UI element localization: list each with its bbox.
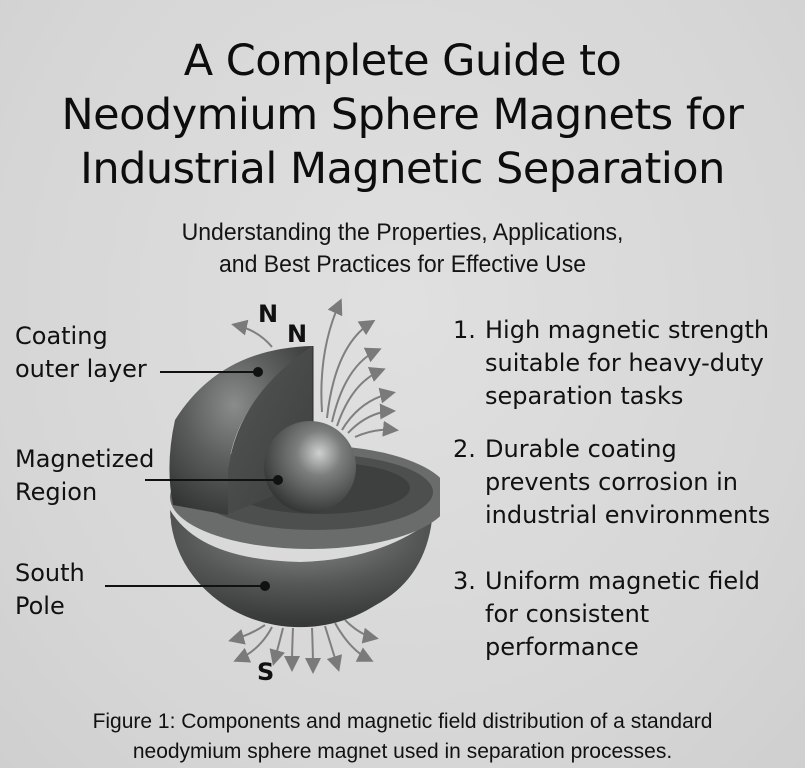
title-line-3: Industrial Magnetic Separation [80,144,725,194]
figure-caption: Figure 1: Components and magnetic field … [0,707,805,767]
feature-number: 2. [453,435,476,463]
callout-south-pole: South Pole [15,557,85,623]
callout-coating-line-1: Coating [15,322,108,350]
callout-region-line-2: Region [15,478,98,506]
south-pole-label: S [257,658,274,686]
callout-magnetized-region: Magnetized Region [15,443,154,509]
north-pole-label-2: N [287,320,307,348]
feature-text: Durable coating prevents corrosion in in… [485,435,771,529]
feature-number: 1. [453,316,476,344]
title-line-1: A Complete Guide to [183,36,622,86]
north-pole-label-1: N [258,300,278,328]
subtitle-line-1: Understanding the Properties, Applicatio… [181,219,624,246]
subtitle-line-2: and Best Practices for Effective Use [218,251,587,278]
north-field-lines [231,298,399,438]
callout-coating: Coating outer layer [15,320,147,386]
magnetized-core [264,421,356,513]
callout-region-line-1: Magnetized [15,445,155,473]
leader-lines [105,371,278,587]
page-title: A Complete Guide to Neodymium Sphere Mag… [0,34,805,196]
title-line-2: Neodymium Sphere Magnets for [61,90,744,140]
feature-text: Uniform magnetic field for consistent pe… [485,567,761,661]
callout-south-line-1: South [15,559,85,587]
coating-callout-dot [253,367,263,377]
region-callout-dot [273,475,283,485]
feature-item-2: 2. Durable coating prevents corrosion in… [453,433,798,532]
coating-shell [169,346,313,515]
callout-south-line-2: Pole [15,592,65,620]
caption-line-1: Figure 1: Components and magnetic field … [92,710,713,733]
sphere-magnet-diagram: N N S [105,298,440,686]
feature-number: 3. [453,567,476,595]
south-field-lines [228,619,379,674]
feature-item-3: 3. Uniform magnetic field for consistent… [453,565,798,664]
callout-coating-line-2: outer layer [15,355,147,383]
feature-list: 1. High magnetic strength suitable for h… [453,314,798,664]
feature-text: High magnetic strength suitable for heav… [485,316,770,410]
caption-line-2: neodymium sphere magnet used in separati… [132,740,673,763]
feature-item-1: 1. High magnetic strength suitable for h… [453,314,798,413]
south-callout-dot [260,581,270,591]
subtitle: Understanding the Properties, Applicatio… [16,217,789,281]
